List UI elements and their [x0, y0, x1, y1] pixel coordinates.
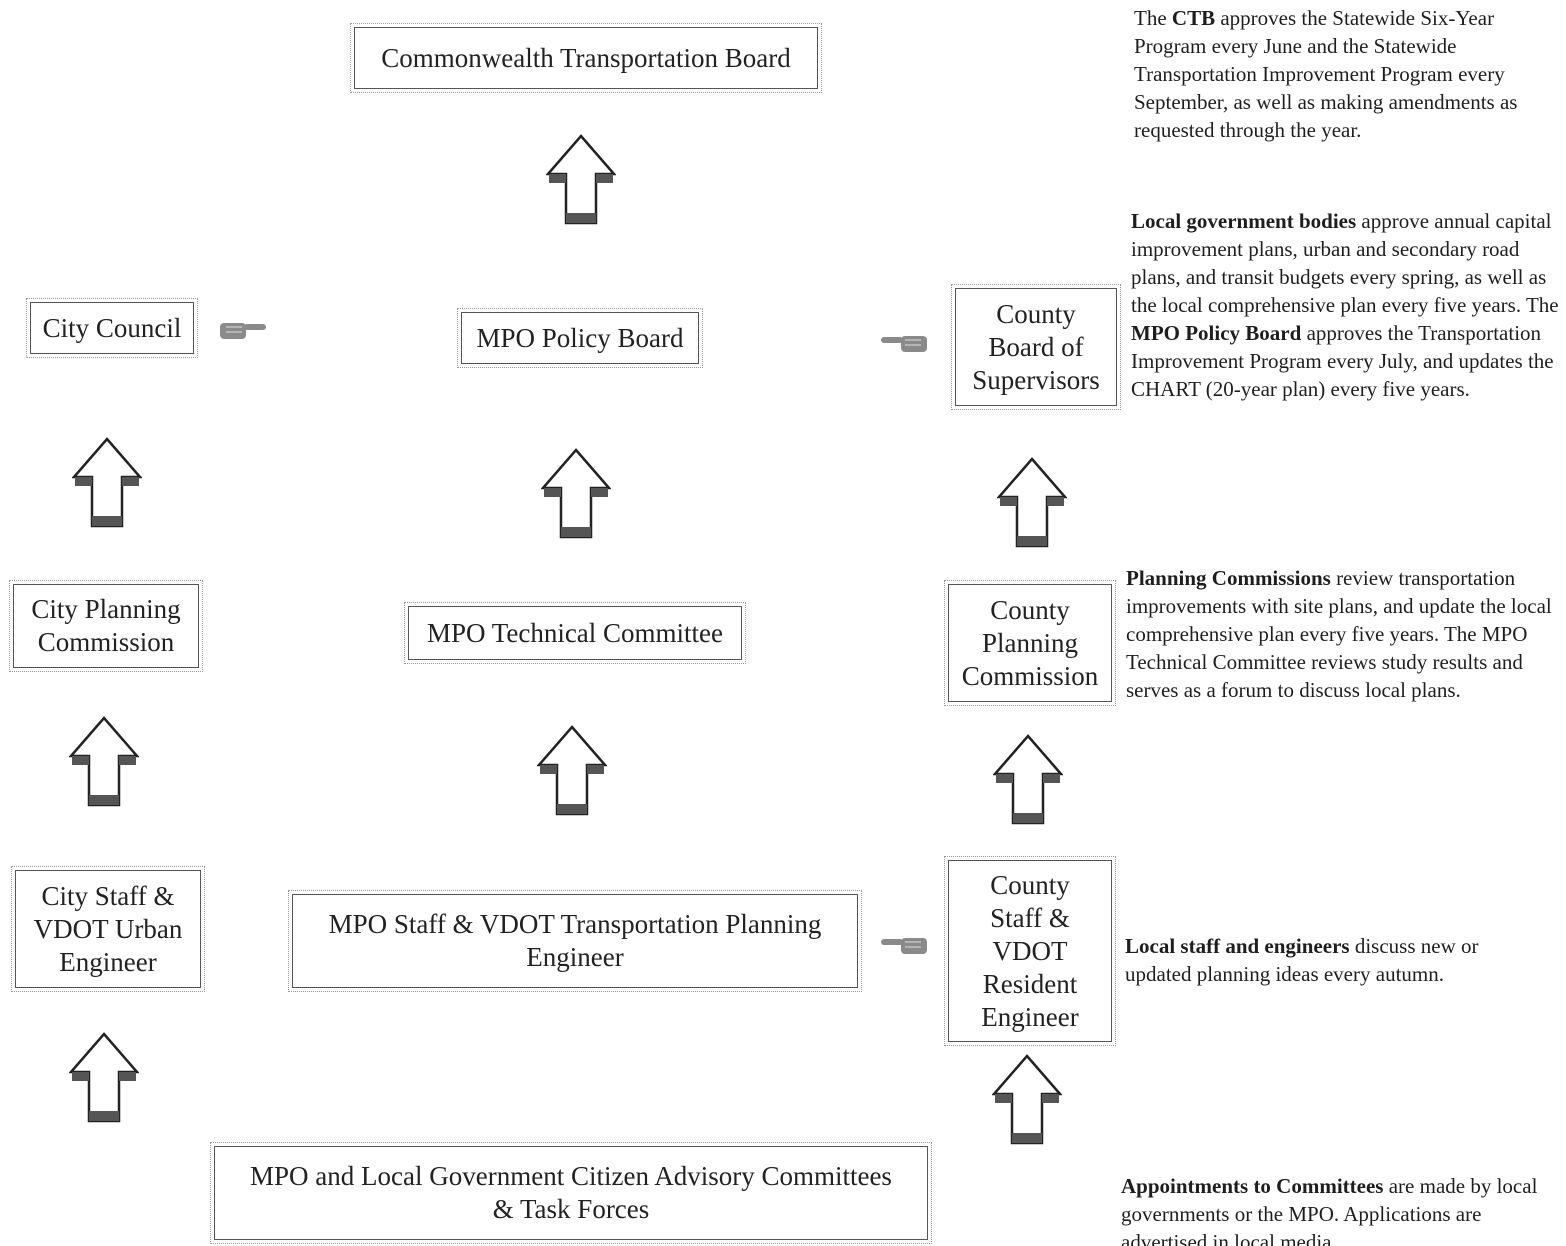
- staff-note: Local staff and engineers discuss new or…: [1125, 934, 1479, 986]
- mpo-technical-box: MPO Technical Committee: [404, 602, 746, 664]
- county-board-box: County Board of Supervisors: [951, 284, 1121, 410]
- up-arrow-icon: [541, 448, 611, 539]
- up-arrow-icon: [992, 1054, 1062, 1145]
- up-arrow-icon: [69, 716, 139, 807]
- pointing-hand-left-icon: [881, 938, 927, 954]
- up-arrow-icon: [993, 734, 1063, 825]
- planning-note: Planning Commissions review transportati…: [1126, 566, 1552, 702]
- city-staff-box: City Staff & VDOT Urban Engineer: [11, 866, 205, 992]
- county-staff-box: County Staff & VDOT Resident Engineer: [944, 856, 1116, 1046]
- ctb-note: The CTB approves the Statewide Six-Year …: [1134, 6, 1518, 142]
- up-arrow-icon: [72, 437, 142, 528]
- up-arrow-icon: [69, 1032, 139, 1123]
- mpo-staff-box: MPO Staff & VDOT Transportation Planning…: [288, 890, 862, 992]
- local-gov-note: Local government bodies approve annual c…: [1131, 209, 1559, 401]
- city-council-box: City Council: [26, 298, 198, 358]
- up-arrow-icon: [997, 457, 1067, 548]
- city-planning-box: City Planning Commission: [9, 580, 203, 672]
- appointments-note: Appointments to Committees are made by l…: [1121, 1174, 1538, 1246]
- advisory-box: MPO and Local Government Citizen Advisor…: [210, 1142, 932, 1244]
- up-arrow-icon: [537, 725, 607, 816]
- ctb-box: Commonwealth Transportation Board: [350, 23, 822, 93]
- mpo-policy-board-box: MPO Policy Board: [457, 308, 703, 368]
- pointing-hand-right-icon: [220, 323, 266, 339]
- pointing-hand-left-icon: [881, 336, 927, 352]
- up-arrow-icon: [546, 134, 616, 225]
- county-planning-box: County Planning Commission: [944, 580, 1116, 706]
